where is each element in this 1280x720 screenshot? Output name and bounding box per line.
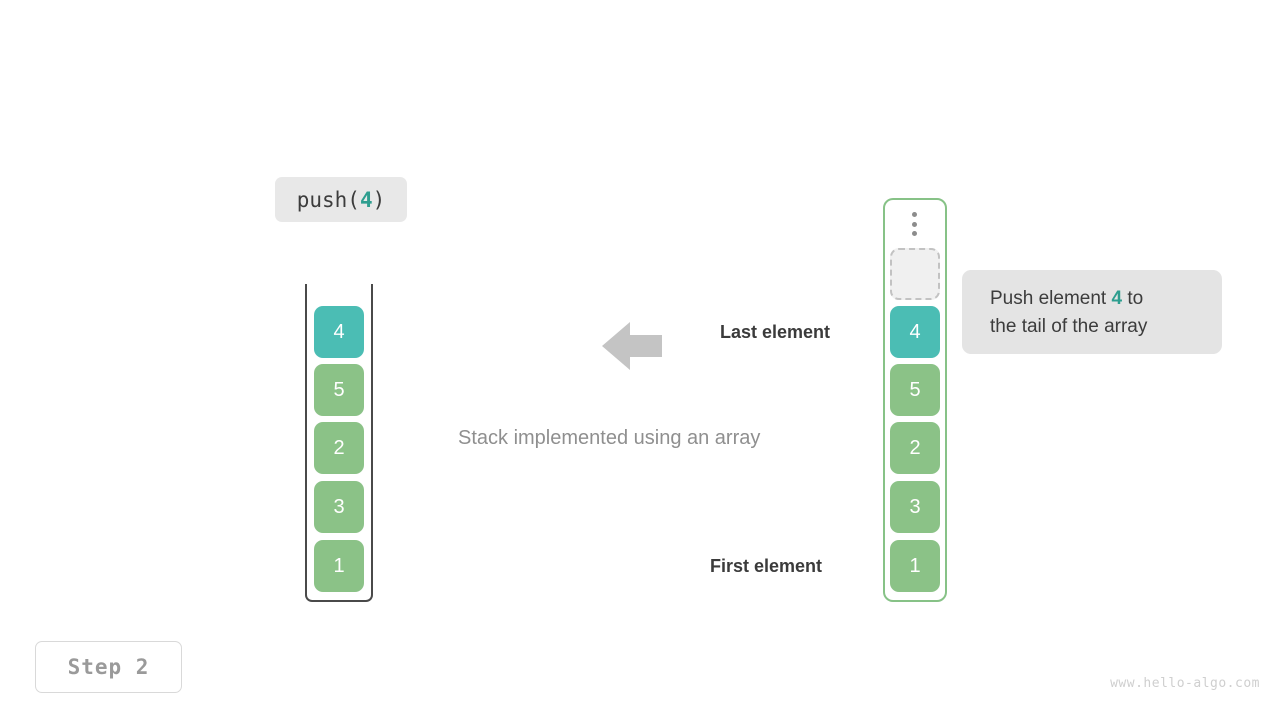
- stack-cell-value: 1: [333, 554, 345, 577]
- annotation-line1-prefix: Push element: [990, 288, 1112, 309]
- operation-label: push(4): [275, 177, 407, 222]
- stack-cell-0: 4: [314, 306, 364, 358]
- array-cell-value: 5: [909, 378, 921, 401]
- stack-cell-value: 4: [333, 320, 345, 343]
- operation-suffix: ): [372, 187, 386, 212]
- left-arrow-icon: [602, 318, 662, 374]
- array-cell-3: 3: [890, 481, 940, 533]
- array-cell-2: 2: [890, 422, 940, 474]
- step-badge: Step 2: [35, 641, 182, 693]
- step-badge-text: Step 2: [67, 655, 150, 679]
- stack-cell-value: 5: [333, 378, 345, 401]
- annotation-callout: Push element 4 to the tail of the array: [962, 270, 1222, 354]
- array-cell-value: 4: [909, 320, 921, 343]
- array-cell-value: 2: [909, 436, 921, 459]
- stack-cell-3: 3: [314, 481, 364, 533]
- stack-cell-value: 3: [333, 495, 345, 518]
- array-cell-value: 3: [909, 495, 921, 518]
- operation-value: 4: [359, 187, 373, 212]
- last-element-label: Last element: [720, 322, 831, 342]
- array-cell-4: 1: [890, 540, 940, 592]
- watermark: www.hello-algo.com: [1110, 676, 1260, 691]
- array-cell-1: 5: [890, 364, 940, 416]
- annotation-line1-accent: 4: [1111, 288, 1123, 309]
- array-cell-0: 4: [890, 306, 940, 358]
- array-empty-slot: [890, 248, 940, 300]
- stack-cell-1: 5: [314, 364, 364, 416]
- array-cell-value: 1: [909, 554, 921, 577]
- stack-caption: Stack implemented using an array: [458, 427, 761, 449]
- annotation-line2: the tail of the array: [990, 316, 1148, 337]
- vertical-ellipsis-icon: [910, 212, 918, 236]
- stack-cell-value: 2: [333, 436, 345, 459]
- stack-cell-4: 1: [314, 540, 364, 592]
- operation-prefix: push(: [296, 187, 360, 212]
- annotation-line1-suffix: to: [1122, 288, 1144, 309]
- stack-cell-2: 2: [314, 422, 364, 474]
- first-element-label: First element: [710, 556, 823, 576]
